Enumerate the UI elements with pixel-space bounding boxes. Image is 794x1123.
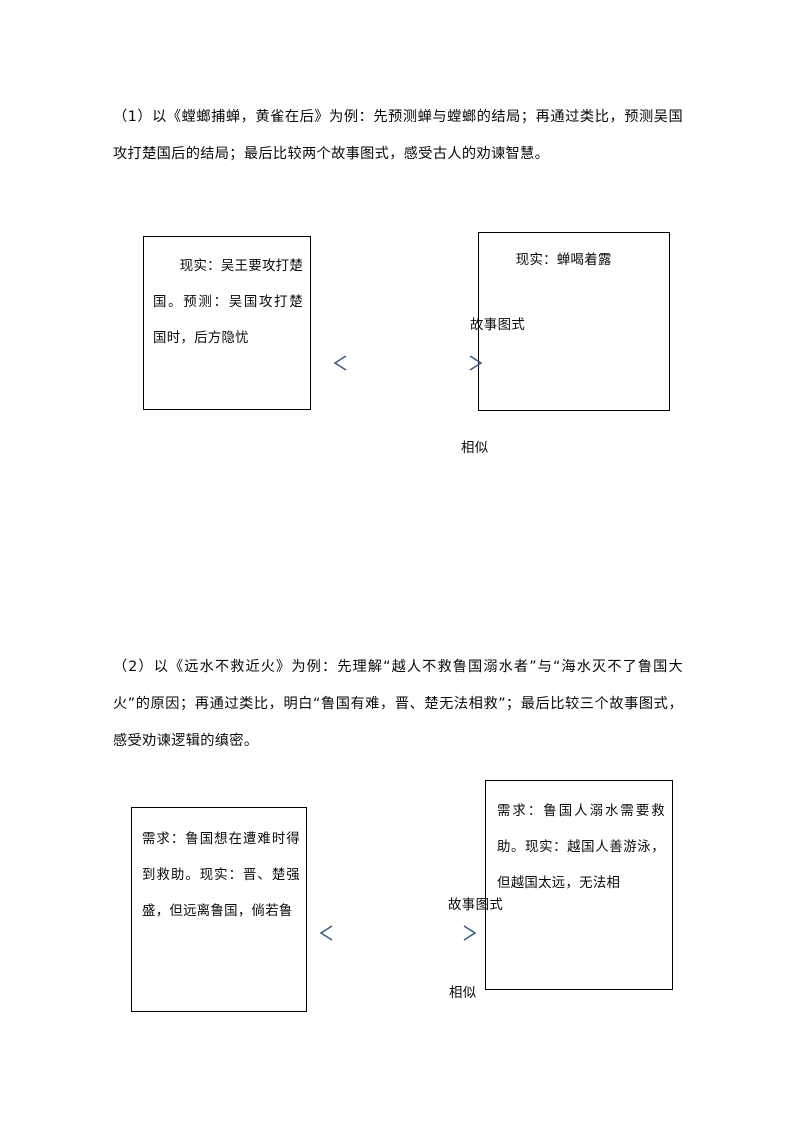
diagram-2-left-schema-box: 需求：鲁国想在遭难时得到救助。现实：晋、楚强盛，但远离鲁国，倘若鲁 — [131, 807, 307, 1012]
diagram-2-double-arrow-icon — [318, 922, 478, 944]
diagram-2-left-schema-text: 需求：鲁国想在遭难时得到救助。现实：晋、楚强盛，但远离鲁国，倘若鲁 — [142, 832, 300, 919]
diagram-1-left-schema-box: 现实：吴王要攻打楚国。预测：吴国攻打楚国时，后方隐忧 — [143, 236, 311, 410]
diagram-2-right-schema-text: 需求：鲁国人溺水需要救助。现实：越国人善游泳，但越国太远，无法相 — [497, 804, 665, 891]
diagram-1-left-schema-text: 现实：吴王要攻打楚国。预测：吴国攻打楚国时，后方隐忧 — [153, 259, 304, 346]
diagram-1-schema-label: 故事图式 — [470, 318, 526, 333]
diagram-1-right-schema-box: 现实：蝉喝着露 — [478, 232, 670, 411]
diagram-1-double-arrow-icon — [332, 352, 484, 374]
diagram-1-similar-label: 相似 — [461, 441, 489, 456]
diagram-2-similar-label: 相似 — [449, 986, 477, 1001]
paragraph-2: （2）以《远水不救近火》为例：先理解“越人不救鲁国溺水者”与“海水灭不了鲁国大火… — [113, 659, 683, 749]
diagram-2-right-schema-box: 需求：鲁国人溺水需要救助。现实：越国人善游泳，但越国太远，无法相 — [485, 780, 673, 990]
diagram-2-schema-label: 故事图式 — [448, 898, 504, 913]
diagram-1-right-schema-text: 现实：蝉喝着露 — [515, 253, 612, 268]
paragraph-1: （1）以《螳螂捕蝉，黄雀在后》为例：先预测蝉与螳螂的结局；再通过类比，预测吴国攻… — [113, 109, 683, 162]
